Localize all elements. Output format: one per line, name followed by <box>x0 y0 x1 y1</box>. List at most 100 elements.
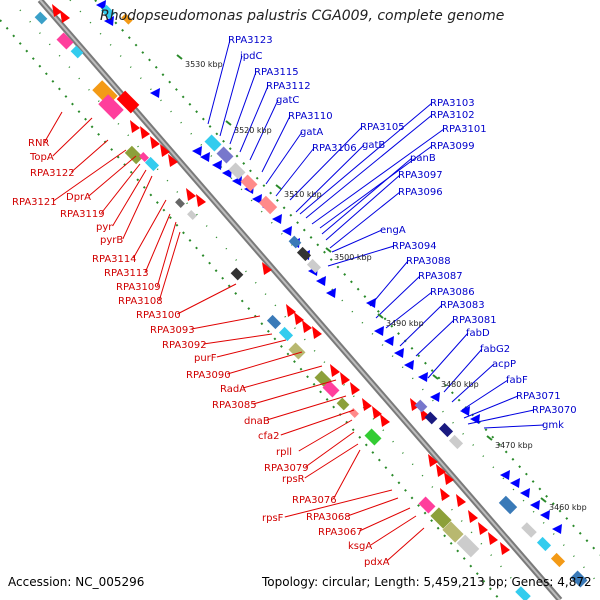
gene-block <box>124 145 144 165</box>
gene-block <box>144 156 160 172</box>
gene-arrow <box>302 320 312 333</box>
leader-line-red <box>304 443 359 479</box>
gene-label-red: DprA <box>66 192 91 203</box>
map-title: Rhodopseudomonas palustris CGA009, compl… <box>100 8 505 24</box>
scale-mark-tick <box>225 120 232 126</box>
gene-arrow <box>282 226 292 236</box>
gene-block <box>288 235 302 249</box>
gene-arrow <box>150 136 160 149</box>
gene-block <box>515 586 531 600</box>
scale-mark-label: 3530 kbp <box>185 60 223 69</box>
gene-label-blue: fabG2 <box>480 344 510 355</box>
leader-line-red <box>156 221 177 287</box>
gene-arrow <box>418 372 428 382</box>
gene-block <box>336 397 350 411</box>
gene-block <box>175 198 185 208</box>
gene-block <box>34 11 48 25</box>
gene-arrow <box>540 510 550 520</box>
scale-mark-label: 3490 kbp <box>386 319 424 328</box>
gene-block <box>424 411 438 425</box>
gene-label-red: TopA <box>29 152 54 163</box>
gene-block <box>121 13 133 25</box>
gene-label-blue: RPA3112 <box>266 81 311 92</box>
leader-line-blue <box>461 379 509 411</box>
leader-line-blue <box>229 71 257 145</box>
gene-arrow <box>150 88 160 98</box>
gene-block <box>448 434 464 450</box>
gene-block <box>498 495 518 515</box>
gene-block <box>116 90 140 114</box>
leader-line-red <box>332 449 361 500</box>
gene-label-blue: gatC <box>276 95 299 106</box>
gene-arrow <box>326 288 336 298</box>
gene-label-blue: RPA3086 <box>430 287 475 298</box>
gene-arrow <box>212 160 222 170</box>
leader-line-blue <box>289 126 363 201</box>
gene-label-red: purF <box>194 353 217 364</box>
gene-arrow <box>430 392 440 402</box>
leader-line-blue <box>295 144 365 213</box>
leader-line-blue <box>415 319 455 357</box>
gene-block <box>418 496 436 514</box>
gene-label-blue: RPA3081 <box>452 315 497 326</box>
leader-line-blue <box>207 39 231 125</box>
gene-label-red: rpsR <box>282 474 305 485</box>
gene-label-blue: RPA3087 <box>418 271 463 282</box>
leader-line-blue <box>311 128 445 225</box>
leader-line-red <box>347 497 399 517</box>
gene-label-red: RPA3093 <box>150 325 195 336</box>
gene-label-red: RPA3079 <box>264 463 309 474</box>
gene-arrow <box>186 188 196 201</box>
gene-label-blue: RPA3099 <box>430 141 475 152</box>
scale-mark-tick <box>540 497 547 503</box>
scale-mark-label: 3510 kbp <box>284 190 322 199</box>
gene-label-red: RPA3121 <box>12 197 57 208</box>
gene-block <box>306 258 322 274</box>
gene-arrow <box>130 120 140 133</box>
gene-label-blue: RPA3105 <box>360 122 405 133</box>
gene-label-blue: RPA3110 <box>288 111 333 122</box>
leader-line-red <box>122 175 153 240</box>
gene-label-red: RNR <box>28 138 49 149</box>
leader-line-blue <box>321 157 413 235</box>
gene-label-blue: RPA3088 <box>406 256 451 267</box>
gene-arrow <box>394 348 404 358</box>
gene-label-red: RPA3122 <box>30 168 75 179</box>
leader-line-blue <box>299 102 433 215</box>
gene-block <box>240 174 258 192</box>
gene-arrow <box>380 414 390 427</box>
gene-label-blue: RPA3083 <box>440 300 485 311</box>
gene-arrow <box>96 0 106 10</box>
gene-arrow <box>104 16 114 26</box>
gene-label-red: cfa2 <box>258 431 280 442</box>
leader-line-red <box>305 431 355 468</box>
gene-block <box>536 536 552 552</box>
gene-arrow <box>510 478 520 488</box>
gene-block <box>322 380 340 398</box>
gene-arrow <box>294 312 304 325</box>
leader-line-blue <box>385 291 433 329</box>
leader-line-red <box>359 507 411 532</box>
accession-text: Accession: NC_005296 <box>8 575 145 589</box>
gene-arrow <box>286 304 296 317</box>
gene-arrow <box>330 364 340 377</box>
gene-block <box>456 534 480 558</box>
gene-label-red: RadA <box>220 384 246 395</box>
gene-label-red: RPA3100 <box>136 310 181 321</box>
gene-arrow <box>428 454 438 467</box>
gene-label-red: RPA3109 <box>116 282 161 293</box>
gene-arrow <box>340 372 350 385</box>
gene-block <box>430 507 452 529</box>
gene-arrow <box>440 488 450 501</box>
leader-line-blue <box>275 147 315 197</box>
gene-label-red: RPA3114 <box>92 254 137 265</box>
scale-mark-tick <box>275 184 282 190</box>
gene-arrow <box>60 10 70 23</box>
gene-label-blue: gatB <box>362 140 385 151</box>
gene-label-blue: gatA <box>300 127 323 138</box>
gene-label-blue: fabD <box>466 328 490 339</box>
gene-label-blue: panB <box>410 153 436 164</box>
gene-block <box>550 552 566 568</box>
leader-line-blue <box>443 348 483 393</box>
